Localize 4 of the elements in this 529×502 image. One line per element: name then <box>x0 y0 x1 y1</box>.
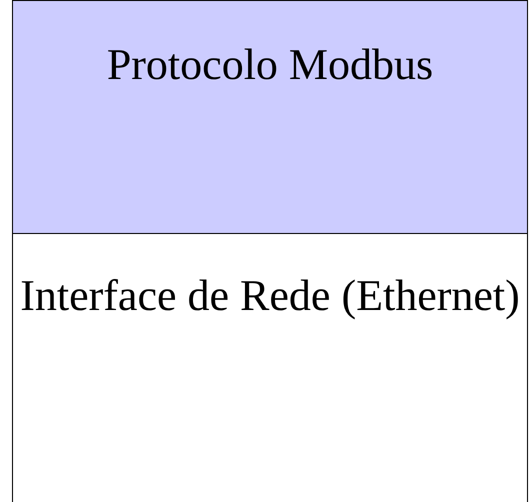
layer-title: Interface de Rede (Ethernet) <box>19 270 521 322</box>
layer-box <box>12 233 528 502</box>
layer-box <box>12 0 528 234</box>
layer-title: Protocolo Modbus <box>106 39 434 91</box>
